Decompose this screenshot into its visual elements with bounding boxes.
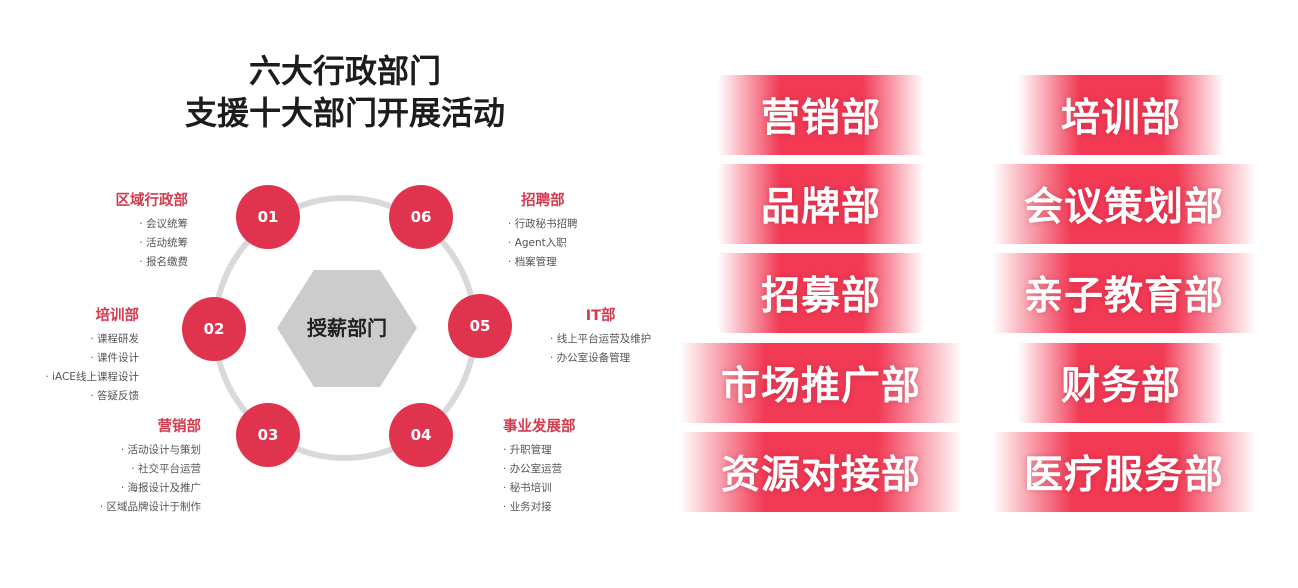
center-hexagon [277,270,417,387]
dept-item: 线上平台运营及维护 [550,330,652,349]
dept-item: 活动统筹 [116,234,188,253]
dept-item: 会议统筹 [116,215,188,234]
tag-right-3: 财务部 [1018,343,1224,423]
dept-item: 区域品牌设计于制作 [100,498,202,517]
dept-regional-admin-name: 区域行政部 [115,193,189,209]
center-label: 授薪部门 [307,316,387,340]
node-03: 03 [236,403,300,467]
dept-marketing: 营销部 活动设计与策划 社交平台运营 海报设计及推广 区域品牌设计于制作 [100,416,202,517]
page-title-line1: 六大行政部门 [248,52,441,90]
tag-right-0: 培训部 [1018,75,1224,155]
dept-marketing-name: 营销部 [157,419,202,435]
node-04: 04 [389,403,453,467]
dept-item: 秘书培训 [503,479,576,498]
tag-left-4: 资源对接部 [680,432,962,512]
dept-item: 升职管理 [503,441,576,460]
node-05: 05 [448,294,512,358]
dept-item: 课件设计 [45,349,139,368]
dept-item: 课程研发 [45,330,139,349]
dept-item: 答疑反馈 [45,387,139,406]
dept-regional-admin: 区域行政部 会议统筹 活动统筹 报名缴费 [116,190,189,272]
dept-business-dev-name: 事业发展部 [503,419,576,435]
tag-left-2: 招募部 [718,253,924,333]
tag-left-1: 品牌部 [718,164,924,244]
dept-item: Agent入职 [508,234,578,253]
dept-item: 业务对接 [503,498,576,517]
dept-item: 办公室运营 [503,460,576,479]
node-02: 02 [182,297,246,361]
dept-item: 活动设计与策划 [100,441,202,460]
dept-item: iACE线上课程设计 [45,368,139,387]
dept-item: 报名缴费 [116,253,188,272]
dept-it: IT部 线上平台运营及维护 办公室设备管理 [550,305,652,368]
dept-training: 培训部 课程研发 课件设计 iACE线上课程设计 答疑反馈 [45,305,139,406]
tag-right-4: 医疗服务部 [992,432,1256,512]
dept-training-name: 培训部 [95,308,140,324]
tag-left-0: 营销部 [718,75,924,155]
tag-left-3: 市场推广部 [680,343,962,423]
dept-item: 行政秘书招聘 [508,215,578,234]
dept-item: 海报设计及推广 [100,479,202,498]
dept-recruitment: 招聘部 行政秘书招聘 Agent入职 档案管理 [508,190,578,272]
node-01: 01 [236,185,300,249]
dept-recruitment-name: 招聘部 [521,193,565,209]
tag-right-1: 会议策划部 [992,164,1256,244]
dept-item: 档案管理 [508,253,578,272]
dept-item: 办公室设备管理 [550,349,651,368]
dept-it-name: IT部 [585,308,616,324]
dept-business-dev: 事业发展部 升职管理 办公室运营 秘书培训 业务对接 [503,416,576,517]
node-06: 06 [389,185,453,249]
dept-item: 社交平台运营 [100,460,201,479]
tag-right-2: 亲子教育部 [992,253,1256,333]
page-title-line2: 支援十大部门开展活动 [184,94,505,132]
